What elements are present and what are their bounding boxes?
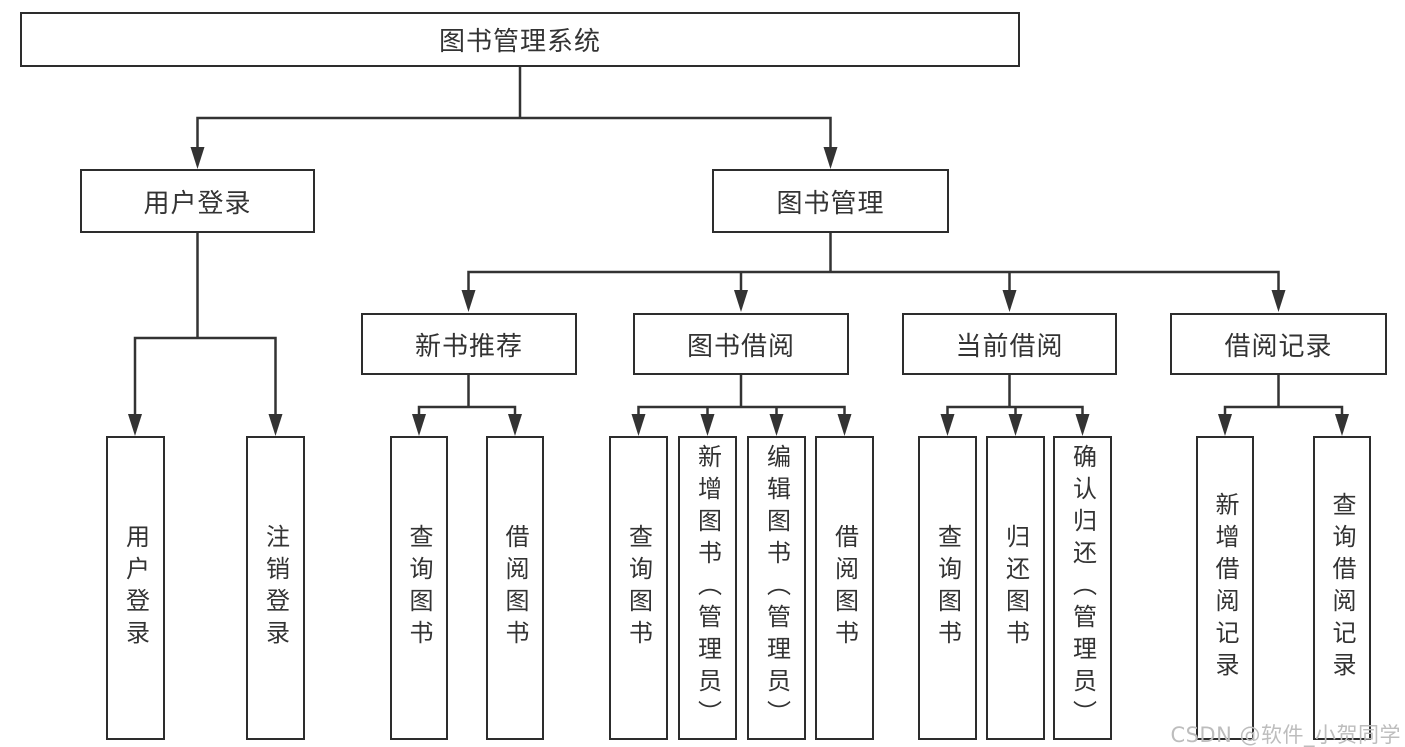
- arrowhead-icon: [461, 290, 476, 312]
- arrowhead-icon: [1335, 414, 1349, 436]
- arrowheads: [128, 147, 1349, 436]
- leaf-logout-label: 注销登录: [261, 524, 290, 652]
- arrowhead-icon: [1008, 414, 1023, 436]
- leaf-add-books-admin: 新增图书（管理员）: [678, 436, 737, 740]
- connector-bookborrow-to-leaves: [637, 374, 846, 418]
- arrowhead-icon: [508, 414, 522, 436]
- arrowhead-icon: [268, 414, 283, 436]
- node-borrow-records-label: 借阅记录: [1224, 331, 1333, 362]
- leaf-confirm-return-admin-label: 确认归还（管理员）: [1068, 444, 1097, 732]
- connector-newbook-to-leaves: [417, 374, 517, 418]
- arrowhead-icon: [190, 147, 205, 169]
- leaf-borrow-books-label: 借阅图书: [830, 524, 859, 652]
- leaf-user-login: 用户登录: [106, 436, 165, 740]
- arrowhead-icon: [769, 414, 784, 436]
- leaf-add-borrow-record-label: 新增借阅记录: [1211, 492, 1239, 684]
- arrowhead-icon: [1271, 290, 1286, 312]
- connector-root-to-level2: [196, 67, 832, 151]
- arrowhead-icon: [631, 414, 646, 436]
- node-root-label: 图书管理系统: [438, 27, 601, 57]
- leaf-logout: 注销登录: [246, 436, 305, 740]
- arrowhead-icon: [1002, 290, 1017, 312]
- connector-userlogin-to-leaves: [133, 232, 277, 418]
- leaf-return-books: 归还图书: [986, 436, 1045, 740]
- leaf-borrow-query-books-label: 查询图书: [624, 524, 653, 652]
- leaf-add-borrow-record: 新增借阅记录: [1196, 436, 1254, 740]
- arrowhead-icon: [940, 414, 955, 436]
- leaf-newbook-query-books: 查询图书: [390, 436, 448, 740]
- watermark: CSDN @软件_小贺同学: [1170, 723, 1401, 747]
- node-book-borrow-label: 图书借阅: [686, 331, 795, 362]
- connector-bookmgmt-to-level3: [467, 232, 1280, 294]
- arrowhead-icon: [837, 414, 852, 436]
- connector-paths: [133, 67, 1344, 418]
- node-new-book-recommend: 新书推荐: [361, 313, 577, 375]
- node-user-login: 用户登录: [80, 169, 315, 233]
- leaf-borrow-books: 借阅图书: [815, 436, 874, 740]
- arrowhead-icon: [700, 414, 715, 436]
- leaf-query-borrow-record: 查询借阅记录: [1313, 436, 1371, 740]
- node-borrow-records: 借阅记录: [1170, 313, 1387, 375]
- leaf-newbook-borrow-books-label: 借阅图书: [501, 524, 529, 652]
- leaf-query-borrow-record-label: 查询借阅记录: [1328, 492, 1356, 684]
- leaf-newbook-query-books-label: 查询图书: [405, 524, 433, 652]
- node-new-book-recommend-label: 新书推荐: [414, 331, 523, 362]
- arrowhead-icon: [412, 414, 426, 436]
- node-book-management: 图书管理: [712, 169, 949, 233]
- node-book-management-label: 图书管理: [776, 188, 885, 219]
- arrowhead-icon: [823, 147, 838, 169]
- leaf-confirm-return-admin: 确认归还（管理员）: [1053, 436, 1112, 740]
- leaf-current-query-books-label: 查询图书: [933, 524, 962, 652]
- arrowhead-icon: [734, 290, 748, 312]
- arrowhead-icon: [1075, 414, 1090, 436]
- node-book-borrow: 图书借阅: [633, 313, 849, 375]
- leaf-user-login-label: 用户登录: [121, 524, 150, 652]
- leaf-current-query-books: 查询图书: [918, 436, 977, 740]
- leaf-newbook-borrow-books: 借阅图书: [486, 436, 544, 740]
- arrowhead-icon: [128, 414, 142, 436]
- leaf-return-books-label: 归还图书: [1001, 524, 1030, 652]
- arrowhead-icon: [1218, 414, 1232, 436]
- leaf-edit-books-admin-label: 编辑图书（管理员）: [762, 444, 791, 732]
- leaf-add-books-admin-label: 新增图书（管理员）: [693, 444, 722, 732]
- node-root: 图书管理系统: [20, 12, 1020, 67]
- node-user-login-label: 用户登录: [143, 188, 252, 219]
- connector-currentborrow-to-leaves: [946, 374, 1084, 418]
- leaf-borrow-query-books: 查询图书: [609, 436, 668, 740]
- node-current-borrow: 当前借阅: [902, 313, 1117, 375]
- node-current-borrow-label: 当前借阅: [955, 331, 1064, 362]
- connector-borrowrecords-to-leaves: [1223, 374, 1344, 418]
- leaf-edit-books-admin: 编辑图书（管理员）: [747, 436, 806, 740]
